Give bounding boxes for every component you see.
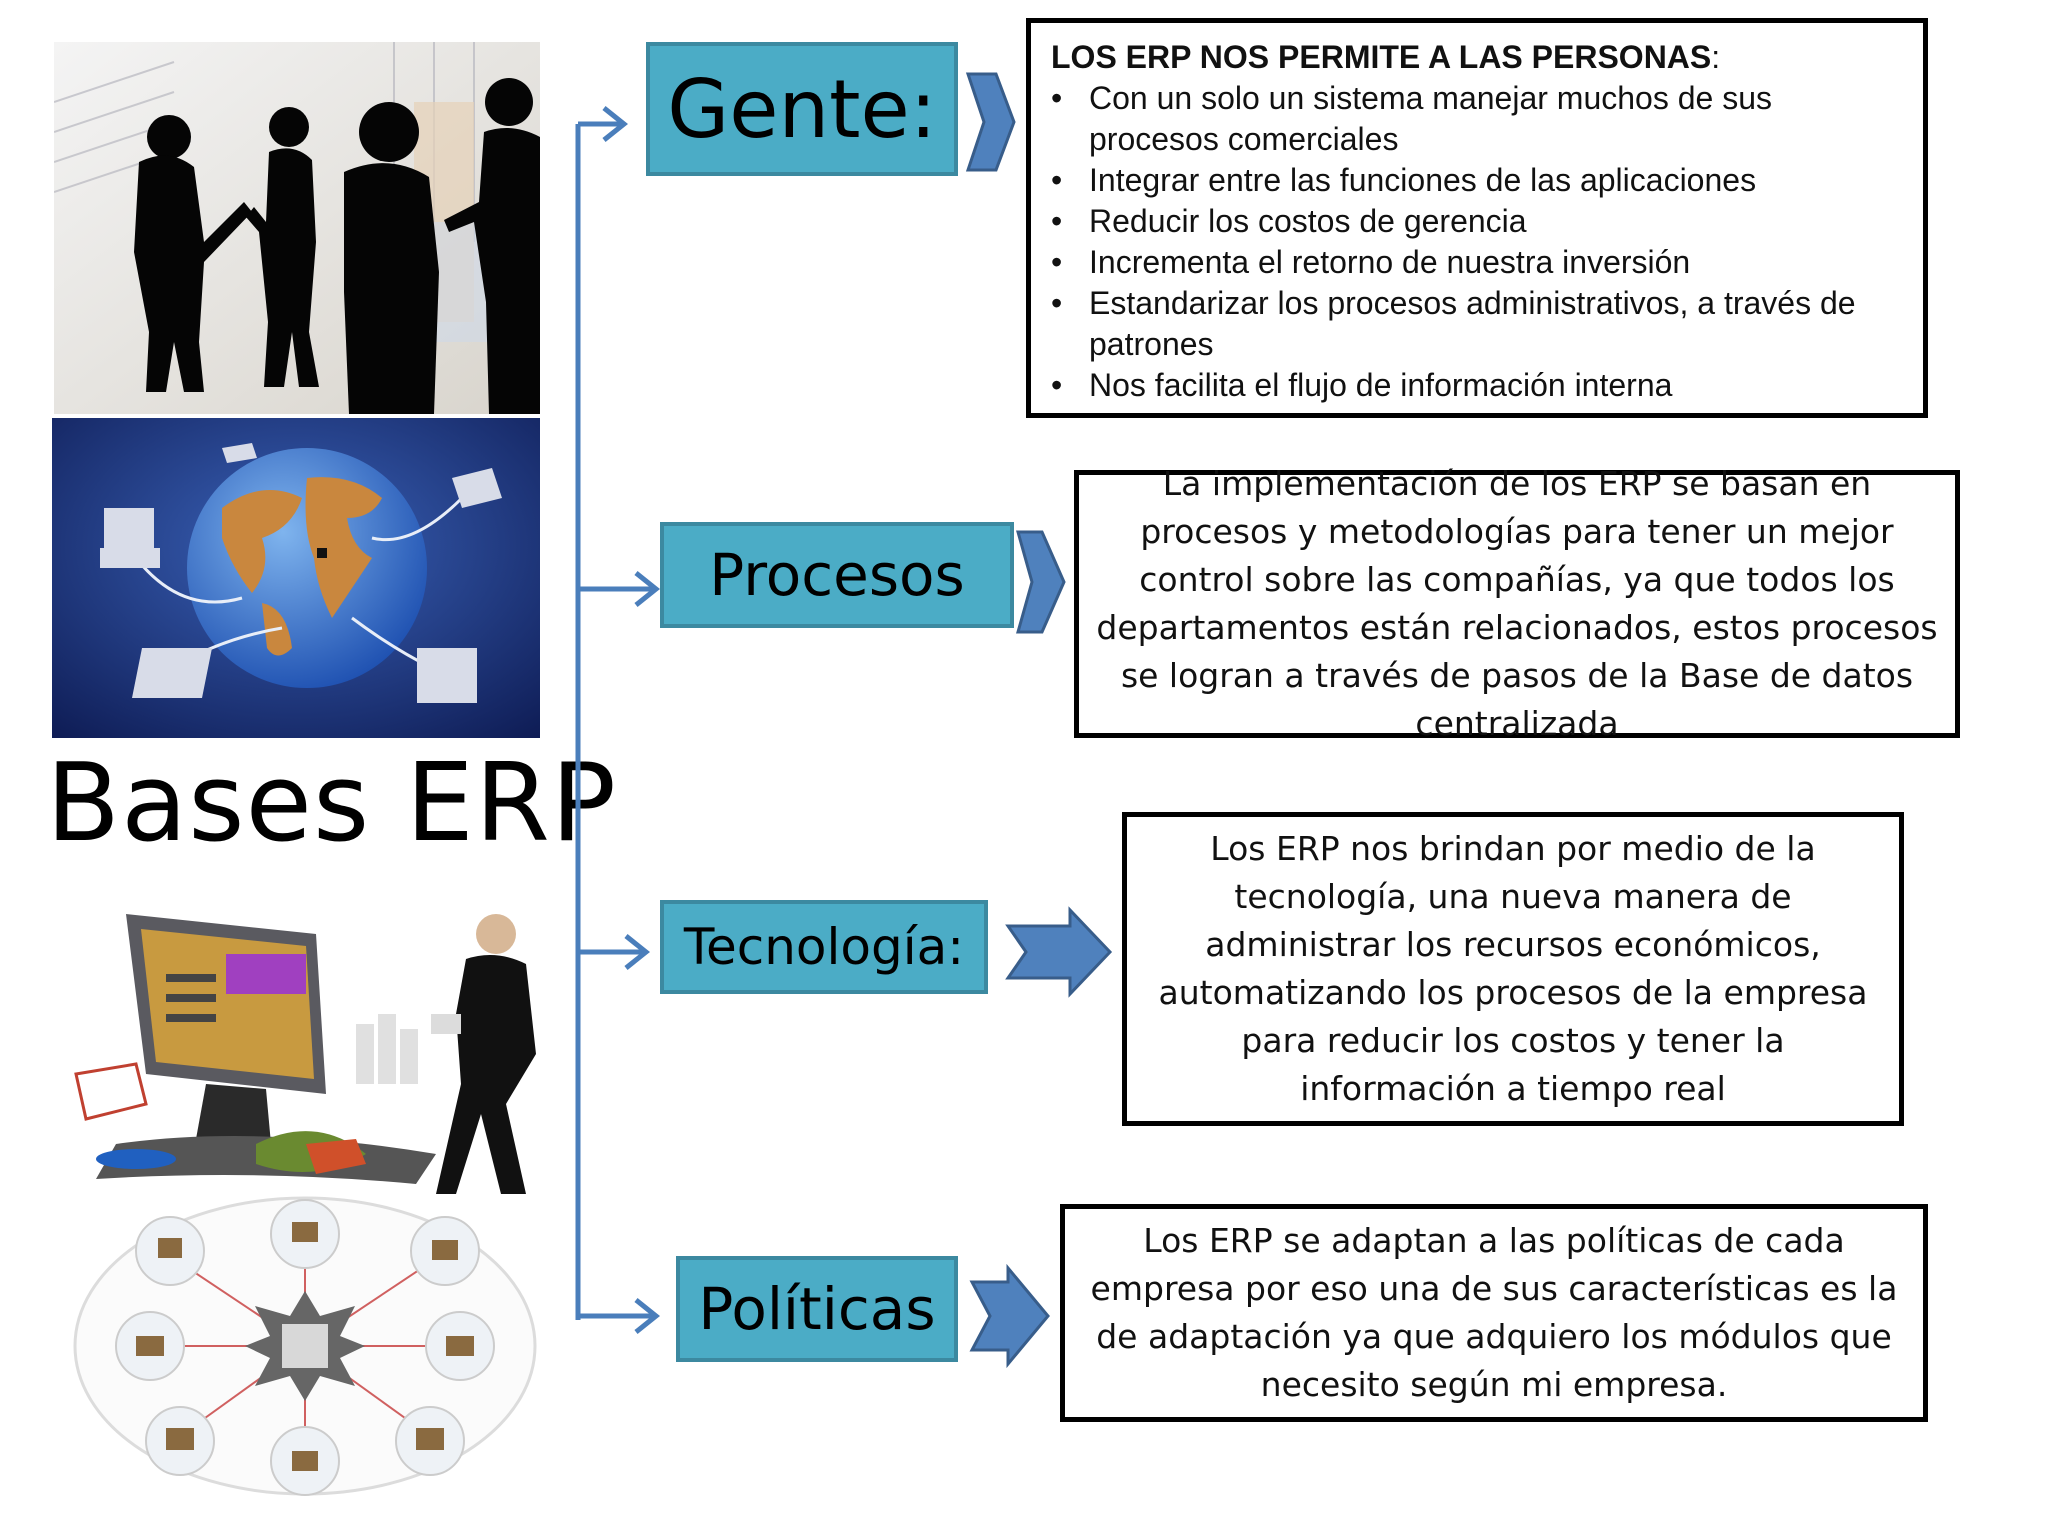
list-item: Nos facilita el flujo de información int…	[1051, 365, 1903, 406]
procesos-description: La implementación de los ERP se basan en…	[1074, 470, 1960, 738]
arrow-icon	[1018, 532, 1064, 632]
procesos-text: La implementación de los ERP se basan en…	[1093, 460, 1941, 748]
politicas-text: Los ERP se adaptan a las políticas de ca…	[1083, 1217, 1905, 1409]
list-item: Con un solo un sistema manejar muchos de…	[1051, 78, 1903, 160]
label-politicas: Políticas	[676, 1256, 958, 1362]
arrow-icon	[972, 1268, 1048, 1364]
gente-heading: LOS ERP NOS PERMITE A LAS PERSONAS	[1051, 39, 1711, 75]
label-tecnologia: Tecnología:	[660, 900, 988, 994]
gente-heading-suffix: :	[1711, 39, 1720, 75]
label-procesos: Procesos	[660, 522, 1014, 628]
tecnologia-description: Los ERP nos brindan por medio de la tecn…	[1122, 812, 1904, 1126]
politicas-description: Los ERP se adaptan a las políticas de ca…	[1060, 1204, 1928, 1422]
gente-bullet-list: Con un solo un sistema manejar muchos de…	[1051, 78, 1903, 406]
list-item: Reducir los costos de gerencia	[1051, 201, 1903, 242]
list-item: Integrar entre las funciones de las apli…	[1051, 160, 1903, 201]
tecnologia-text: Los ERP nos brindan por medio de la tecn…	[1145, 825, 1881, 1113]
arrow-icon	[968, 74, 1014, 170]
label-gente: Gente:	[646, 42, 958, 176]
list-item: Incrementa el retorno de nuestra inversi…	[1051, 242, 1903, 283]
arrow-icon	[1008, 910, 1110, 994]
list-item: Estandarizar los procesos administrativo…	[1051, 283, 1903, 365]
gente-description: LOS ERP NOS PERMITE A LAS PERSONAS: Con …	[1026, 18, 1928, 418]
